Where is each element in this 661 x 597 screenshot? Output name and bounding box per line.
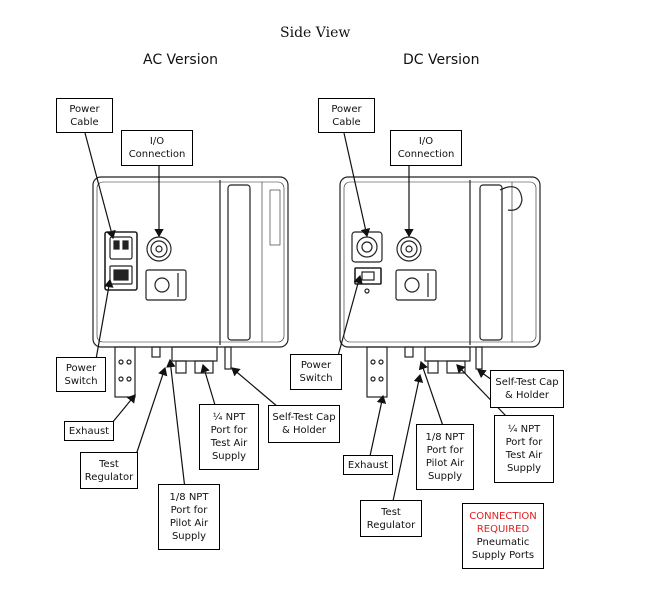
ac-exhaust-label: Exhaust <box>64 421 114 441</box>
page-title: Side View <box>280 25 351 41</box>
ac-version-heading: AC Version <box>143 52 219 68</box>
dc-power-connector <box>351 231 383 294</box>
ac-io-connector <box>146 236 172 262</box>
ac-self-test-cap-label: Self-Test Cap& Holder <box>268 405 340 443</box>
connection-required-warning: CONNECTION <box>469 511 537 522</box>
leader-lines <box>84 132 508 502</box>
pneumatic-supply-ports-text: Pneumatic <box>476 537 530 548</box>
dc-logo-plate <box>395 269 437 301</box>
dc-version-heading: DC Version <box>403 52 480 68</box>
ac-enclosure <box>92 176 289 348</box>
ac-power-inlet <box>104 231 138 291</box>
dc-self-test-cap-label: Self-Test Cap& Holder <box>490 370 564 408</box>
dc-exhaust-label: Exhaust <box>343 455 393 475</box>
dc-io-connector <box>396 236 422 262</box>
ac-logo-plate <box>145 269 187 301</box>
connection-required-note: CONNECTION REQUIRED Pneumatic Supply Por… <box>462 503 544 569</box>
